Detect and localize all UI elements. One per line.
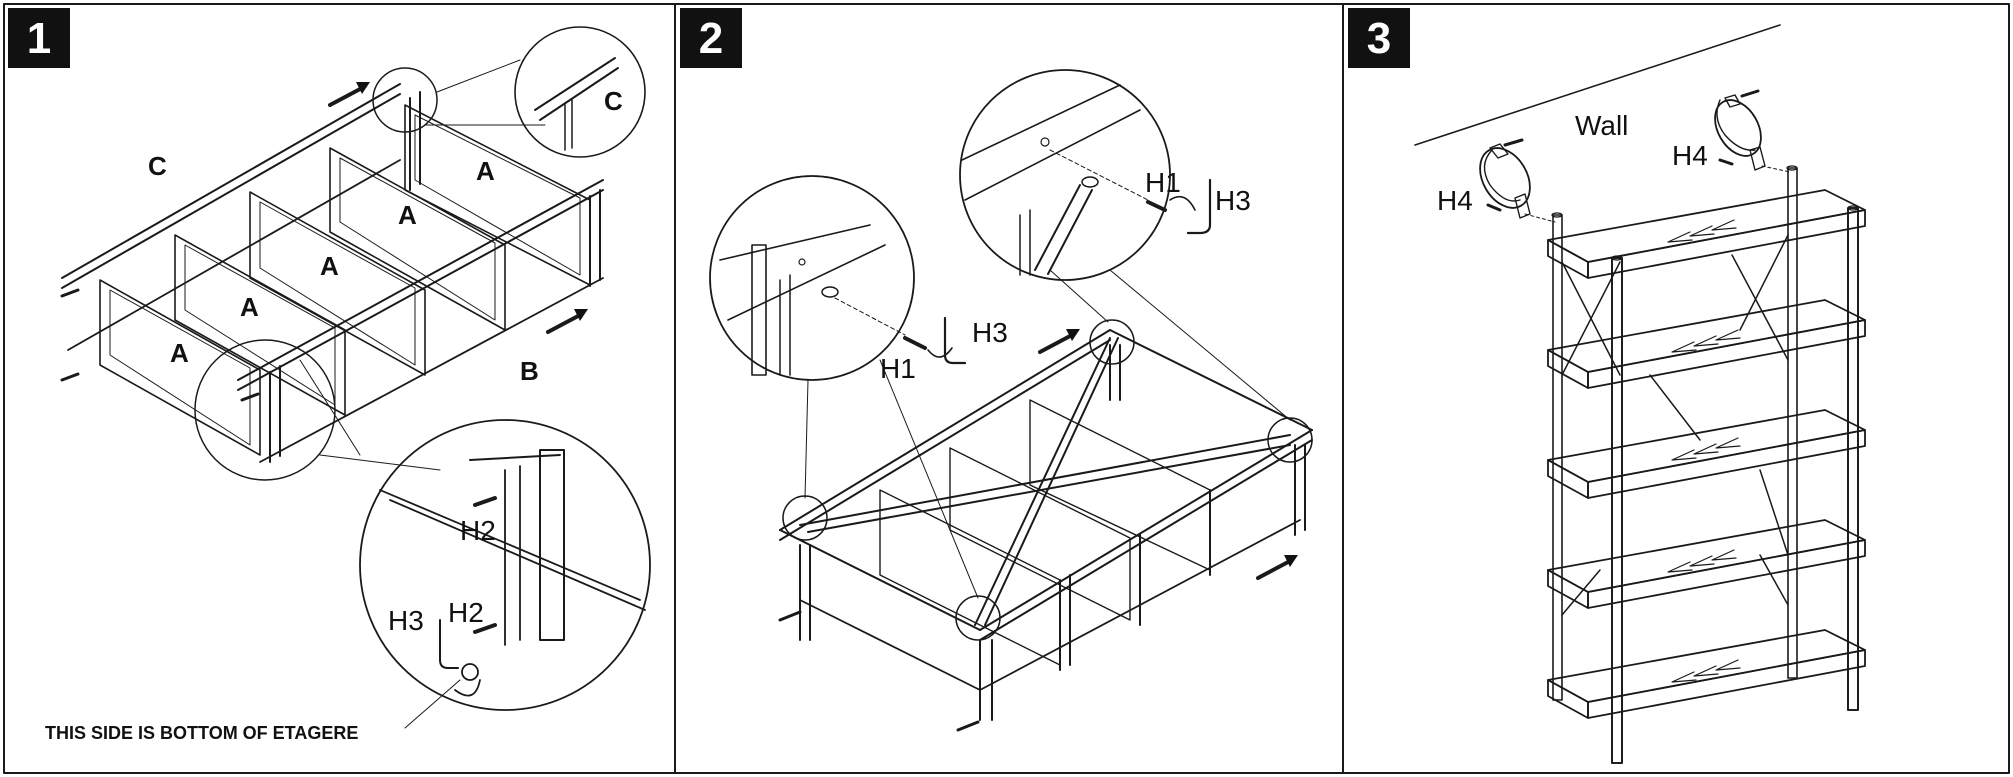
step-3-number: 3 — [1367, 14, 1391, 63]
side-panels — [99, 104, 591, 456]
zoom-detail-right — [959, 69, 1212, 281]
push-arrow-top — [1038, 329, 1080, 354]
push-arrow-right — [546, 309, 588, 334]
zoom-detail-left — [709, 175, 967, 381]
label-h2-lower: H2 — [448, 597, 484, 628]
push-arrow-right — [1256, 555, 1298, 580]
label-a-4: A — [398, 200, 417, 230]
step-1-illustration: A A A A A B C C H2 H2 H3 THIS SIDE IS BO… — [45, 26, 651, 743]
label-h3-right: H3 — [1215, 185, 1251, 216]
step-1-number: 1 — [27, 14, 51, 63]
step-3-illustration: Wall — [1414, 24, 1866, 764]
label-c-main: C — [148, 151, 167, 181]
step-2-number: 2 — [699, 14, 723, 63]
zoom-detail-top — [514, 26, 646, 158]
inner-panels — [879, 399, 1211, 671]
frame-top-rails — [779, 329, 1313, 641]
step-1-badge: 1 — [8, 8, 70, 68]
wall-line — [1414, 24, 1781, 146]
label-a-5: A — [476, 156, 495, 186]
frame-posts — [269, 91, 601, 463]
wall-anchor-left — [1479, 138, 1556, 223]
cross-braces — [1561, 234, 1789, 616]
wood-grain-marks — [1667, 219, 1741, 683]
step-2-illustration: H3 H1 H1 H3 — [709, 69, 1313, 732]
corner-marker-front — [955, 595, 1001, 641]
label-b: B — [520, 356, 539, 386]
label-h2-upper: H2 — [460, 515, 496, 546]
label-wall: Wall — [1575, 110, 1628, 141]
screws-left — [60, 288, 260, 402]
label-a-3: A — [320, 251, 339, 281]
step-3-badge: 3 — [1348, 8, 1410, 68]
corner-marker-back — [1089, 319, 1135, 365]
step-2-badge: 2 — [680, 8, 742, 68]
push-arrow-top — [328, 82, 370, 107]
frame-rails — [61, 83, 604, 463]
label-h3-left: H3 — [972, 317, 1008, 348]
label-h3: H3 — [388, 605, 424, 636]
shelf-boards — [1547, 189, 1866, 719]
panel-frames — [3, 3, 2010, 774]
label-h1-left: H1 — [880, 353, 916, 384]
label-h4-right: H4 — [1672, 140, 1708, 171]
zoom-detail-bottom — [359, 419, 651, 711]
corner-marker-right — [1267, 417, 1313, 463]
label-h4-left: H4 — [1437, 185, 1473, 216]
frame-lower — [799, 344, 1306, 721]
label-c-zoom: C — [604, 86, 623, 116]
zoom-marker-top — [372, 67, 438, 133]
label-h1-right: H1 — [1145, 167, 1181, 198]
wall-anchor-right — [1714, 89, 1791, 173]
bottom-side-note: THIS SIDE IS BOTTOM OF ETAGERE — [45, 723, 358, 743]
label-a-1: A — [170, 338, 189, 368]
corner-marker-left — [782, 495, 828, 541]
zoom-marker-bottom — [194, 339, 336, 481]
label-a-2: A — [240, 292, 259, 322]
